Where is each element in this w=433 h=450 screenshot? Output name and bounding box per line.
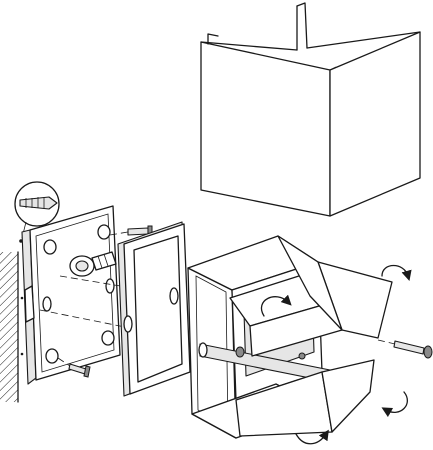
rotation-arrow bbox=[261, 294, 292, 317]
wall bbox=[0, 251, 19, 403]
rotation-arrow bbox=[381, 391, 409, 418]
gasket-frame bbox=[117, 221, 191, 397]
wall-hole bbox=[20, 296, 24, 300]
cover-shade bbox=[200, 2, 421, 217]
bottom-flap bbox=[235, 359, 375, 437]
rotation-arrow bbox=[381, 264, 412, 281]
wall-hole bbox=[20, 352, 24, 356]
wall-plug-icon bbox=[19, 196, 58, 210]
screw bbox=[57, 357, 91, 378]
rotation-arrow bbox=[295, 429, 329, 445]
mounting-plate bbox=[21, 205, 121, 385]
screw bbox=[377, 339, 433, 359]
top-flap bbox=[277, 235, 393, 339]
